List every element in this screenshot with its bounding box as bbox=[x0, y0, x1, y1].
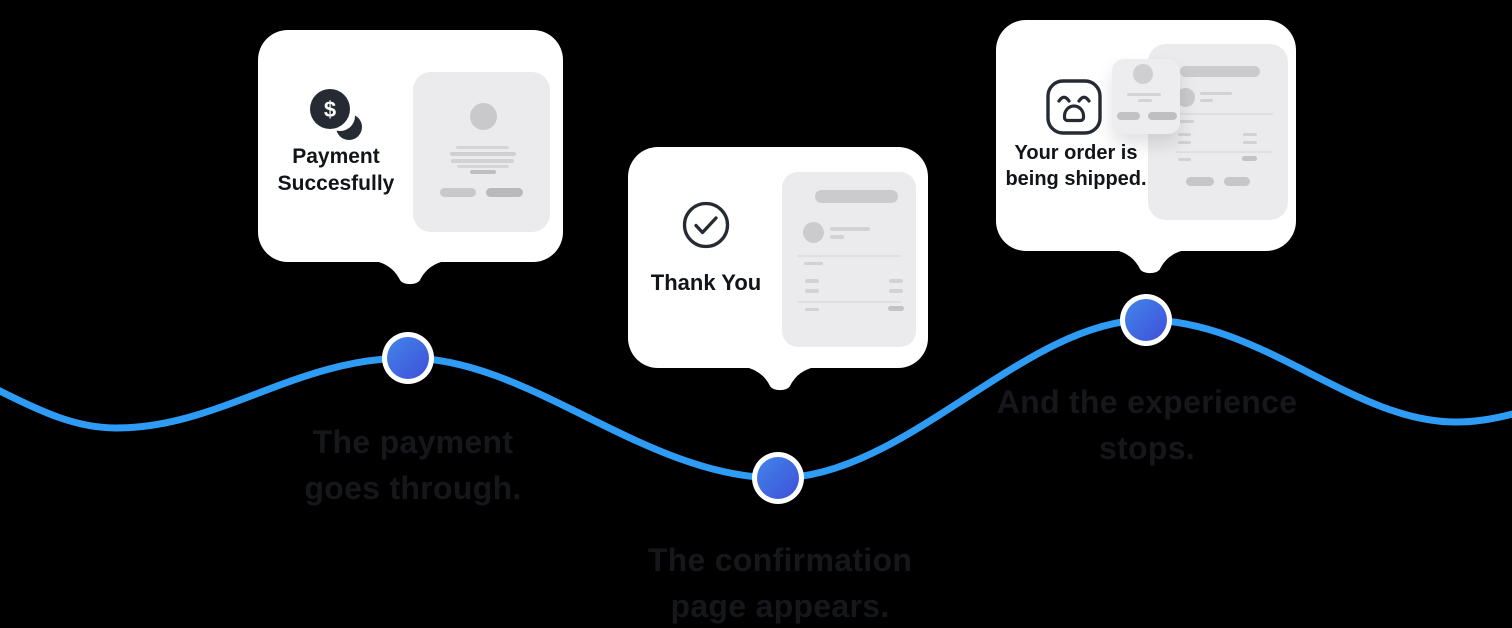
bubble-label-confirmation: Thank You bbox=[650, 270, 762, 295]
speech-bubble-shipping: Your order is being shipped. bbox=[996, 20, 1296, 251]
text-line-placeholder bbox=[456, 146, 509, 149]
divider bbox=[1176, 113, 1273, 115]
total-pill-placeholder bbox=[1242, 156, 1257, 161]
text-line-placeholder bbox=[830, 235, 844, 239]
avatar-placeholder bbox=[1176, 88, 1195, 107]
bubble-label-payment: Payment Succesfully bbox=[277, 145, 395, 195]
text-line-placeholder bbox=[804, 262, 823, 265]
button-pill-placeholder bbox=[486, 188, 523, 197]
header-bar-placeholder bbox=[1180, 66, 1260, 77]
caption-confirmation: The confirmation page appears. bbox=[647, 542, 913, 624]
text-line-placeholder bbox=[1127, 93, 1161, 96]
avatar-placeholder bbox=[803, 222, 824, 243]
divider bbox=[798, 255, 901, 257]
button-pill-placeholder bbox=[1224, 177, 1250, 186]
speech-bubble-tail bbox=[370, 260, 450, 285]
text-line-placeholder bbox=[1200, 92, 1232, 95]
price-line-placeholder bbox=[1243, 141, 1257, 144]
avatar-placeholder bbox=[470, 103, 497, 130]
journey-dot-shipping bbox=[1120, 294, 1172, 346]
button-pill-placeholder bbox=[1148, 112, 1177, 120]
item-line-placeholder bbox=[1178, 141, 1191, 144]
coins-icon: $ bbox=[310, 89, 362, 140]
item-line-placeholder bbox=[805, 289, 819, 293]
journey-dot-confirmation bbox=[752, 452, 804, 504]
speech-bubble-confirmation: Thank You bbox=[628, 147, 928, 368]
item-line-placeholder bbox=[805, 308, 819, 311]
item-line-placeholder bbox=[1178, 158, 1191, 161]
dollar-sign: $ bbox=[324, 97, 336, 122]
journey-dot-core bbox=[1125, 299, 1167, 341]
header-bar-placeholder bbox=[815, 190, 898, 203]
button-pill-placeholder bbox=[1117, 112, 1140, 120]
journey-dot-payment bbox=[382, 332, 434, 384]
divider bbox=[1176, 151, 1273, 153]
text-line-placeholder bbox=[1178, 120, 1194, 123]
speech-bubble-tail bbox=[740, 366, 820, 391]
caption-payment: The payment goes through. bbox=[304, 424, 522, 506]
avatar-placeholder bbox=[1133, 64, 1153, 84]
divider bbox=[798, 301, 901, 303]
price-line-placeholder bbox=[889, 279, 903, 283]
speech-bubble-payment: $ Payment Succesfully bbox=[258, 30, 563, 262]
bubble-label-shipping: Your order is being shipped. bbox=[1005, 142, 1147, 190]
profile-card-mockup bbox=[413, 72, 550, 232]
price-line-placeholder bbox=[1243, 133, 1257, 136]
journey-dot-core bbox=[387, 337, 429, 379]
text-line-placeholder bbox=[457, 165, 509, 168]
text-line-placeholder bbox=[470, 170, 496, 174]
text-line-placeholder bbox=[1138, 99, 1152, 102]
caption-experience: And the experience stops. bbox=[996, 384, 1298, 466]
sad-face-icon bbox=[1046, 79, 1102, 135]
speech-bubble-tail bbox=[1110, 249, 1190, 274]
text-line-placeholder bbox=[1200, 99, 1213, 102]
text-line-placeholder bbox=[450, 152, 516, 156]
receipt-mockup bbox=[782, 172, 916, 347]
contact-card-mockup bbox=[1112, 59, 1180, 134]
check-circle-icon bbox=[682, 201, 730, 249]
item-line-placeholder bbox=[805, 279, 819, 283]
button-pill-placeholder bbox=[440, 188, 476, 197]
price-line-placeholder bbox=[889, 289, 903, 293]
journey-dot-core bbox=[757, 457, 799, 499]
text-line-placeholder bbox=[830, 227, 870, 231]
button-pill-placeholder bbox=[1186, 177, 1214, 186]
item-line-placeholder bbox=[1178, 133, 1191, 136]
text-line-placeholder bbox=[451, 159, 514, 163]
total-pill-placeholder bbox=[888, 306, 904, 311]
